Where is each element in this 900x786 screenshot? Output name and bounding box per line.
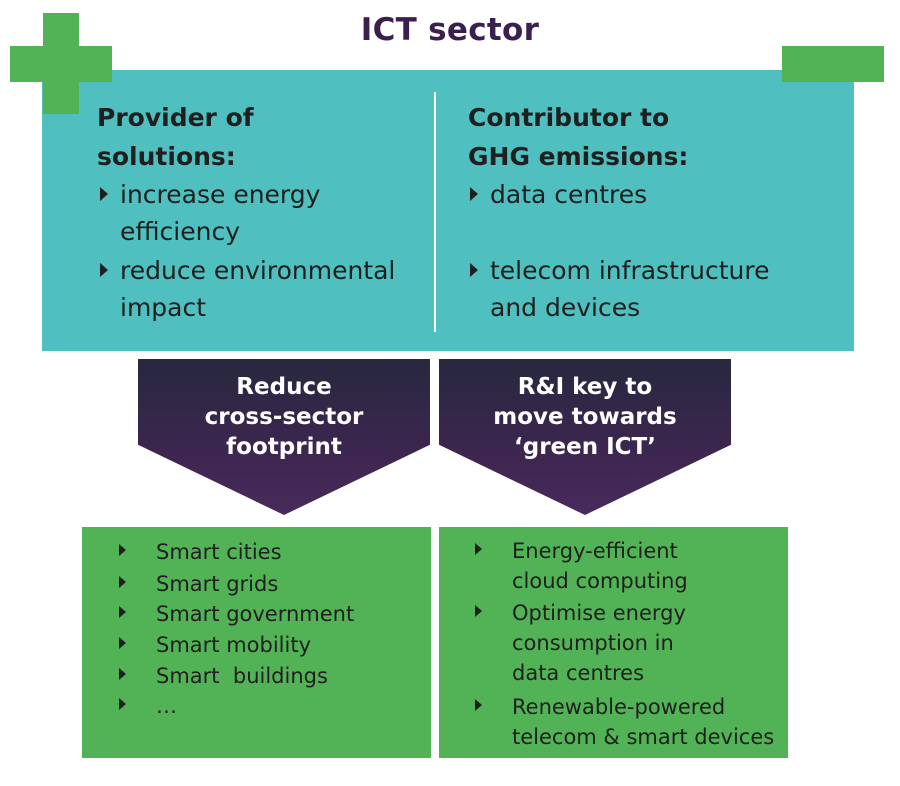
diagram-title: ICT sector — [360, 12, 540, 48]
item-line: and devices — [490, 293, 641, 322]
list-item: increase energy efficiency — [120, 176, 320, 250]
list-item: Smart grids — [156, 572, 279, 596]
arrow-label-line: move towards — [493, 404, 677, 430]
heading-line: Contributor to — [468, 103, 670, 132]
bullet-arrow-icon — [119, 544, 126, 556]
green-ict-label: R&I key to move towards ‘green ICT’ — [439, 372, 731, 462]
bullet-arrow-icon — [470, 263, 478, 277]
bullet-arrow-icon — [119, 606, 126, 618]
arrow-label-line: R&I key to — [517, 374, 653, 400]
list-item: Energy-efficient cloud computing — [512, 536, 688, 596]
bullet-arrow-icon — [475, 605, 482, 617]
bullet-arrow-icon — [475, 699, 482, 711]
arrow-label-line: footprint — [226, 434, 342, 460]
ict-sector-panel — [42, 70, 854, 351]
item-line: telecom & smart devices — [512, 725, 775, 749]
list-item: Smart government — [156, 602, 355, 626]
contributor-to-ghg-heading: Contributor to GHG emissions: — [468, 98, 688, 176]
bullet-arrow-icon — [119, 698, 126, 710]
green-ict-measures-box — [439, 527, 788, 758]
arrow-label-line: ‘green ICT’ — [514, 434, 656, 460]
bullet-arrow-icon — [119, 576, 126, 588]
item-line: reduce environmental — [120, 256, 396, 285]
list-item: telecom infrastructure and devices — [490, 252, 770, 326]
column-divider — [434, 92, 436, 332]
item-line: Optimise energy — [512, 601, 686, 625]
item-line: impact — [120, 293, 207, 322]
item-line: increase energy — [120, 180, 321, 209]
bullet-arrow-icon — [119, 668, 126, 680]
item-line: efficiency — [120, 217, 241, 246]
list-item: Smart buildings — [156, 664, 328, 688]
item-line: telecom infrastructure — [490, 256, 770, 285]
item-line: consumption in — [512, 631, 674, 655]
list-item: Smart mobility — [156, 633, 311, 657]
list-item: Smart cities — [156, 540, 282, 564]
heading-line: GHG emissions: — [468, 142, 689, 171]
arrow-label-line: cross-sector — [204, 404, 364, 430]
bullet-arrow-icon — [100, 263, 108, 277]
item-line: Renewable-powered — [512, 695, 726, 719]
heading-line: Provider of — [97, 103, 254, 132]
item-line: data centres — [512, 661, 645, 685]
reduce-footprint-label: Reduce cross-sector footprint — [138, 372, 430, 462]
item-line: Energy-efficient — [512, 539, 678, 563]
smart-applications-box — [82, 527, 431, 758]
list-item: Renewable-powered telecom & smart device… — [512, 692, 774, 752]
item-line: data centres — [490, 180, 648, 209]
list-item: Optimise energy consumption in data cent… — [512, 598, 686, 688]
list-item: data centres — [490, 176, 647, 213]
bullet-arrow-icon — [470, 187, 478, 201]
arrow-label-line: Reduce — [236, 374, 332, 400]
bullet-arrow-icon — [100, 187, 108, 201]
item-line: cloud computing — [512, 569, 688, 593]
heading-line: solutions: — [97, 142, 236, 171]
provider-of-solutions-heading: Provider of solutions: — [97, 98, 254, 176]
bullet-arrow-icon — [119, 637, 126, 649]
minus-icon — [782, 46, 884, 82]
list-item: … — [156, 694, 177, 718]
bullet-arrow-icon — [475, 543, 482, 555]
list-item: reduce environmental impact — [120, 252, 395, 326]
plus-icon — [10, 46, 112, 82]
